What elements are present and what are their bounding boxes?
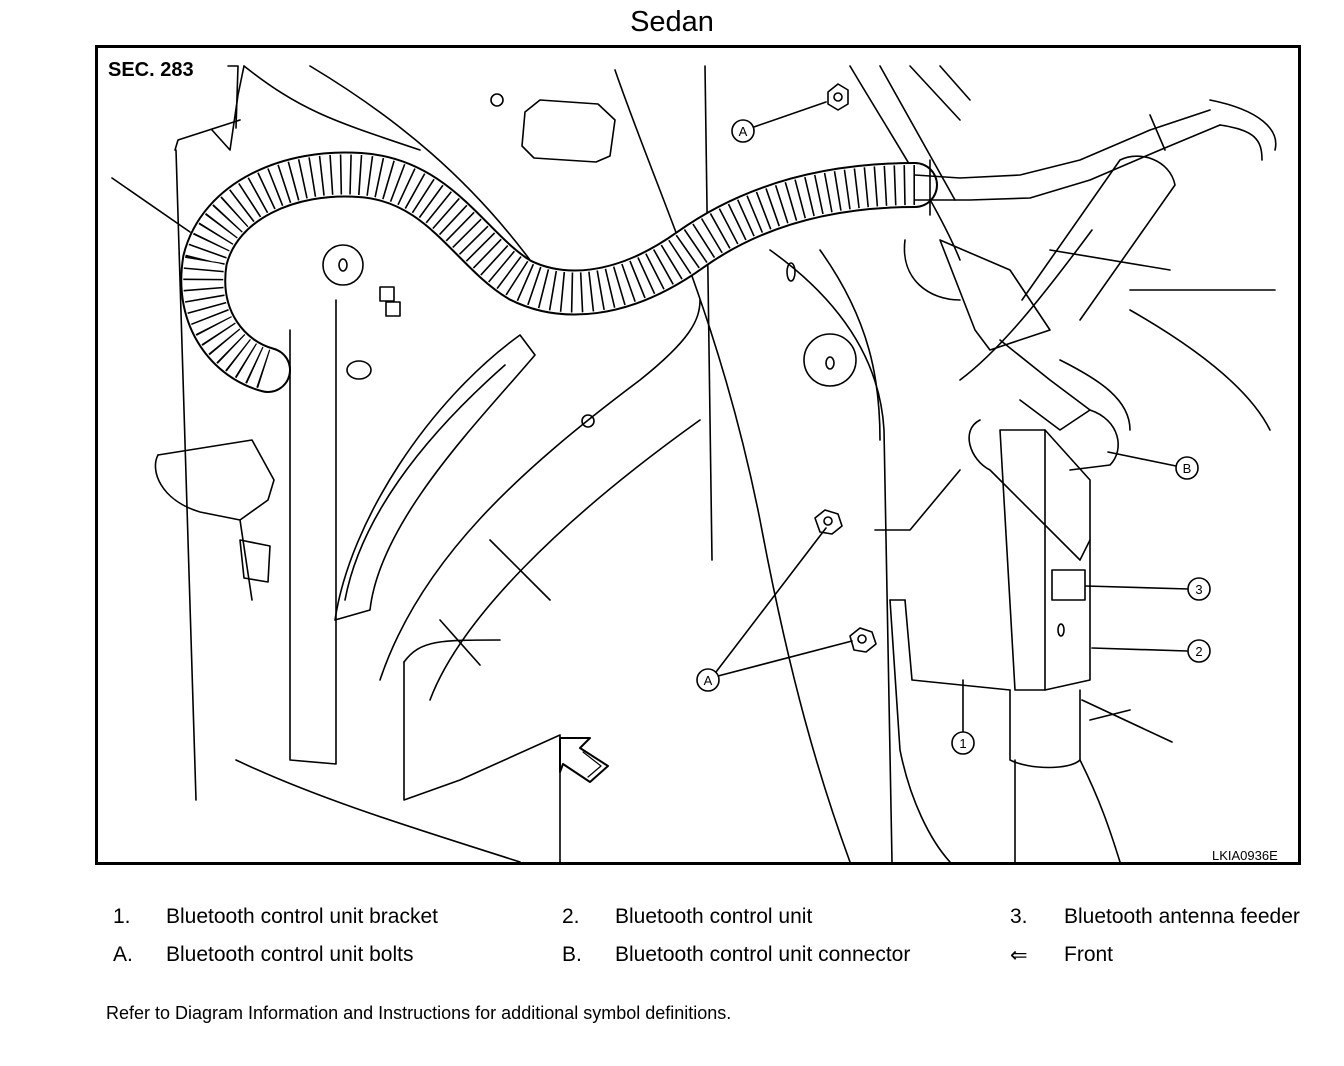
callout-3-circle bbox=[1187, 577, 1211, 601]
wire-harness bbox=[180, 99, 1277, 393]
figure-code: LKIA0936E bbox=[1212, 848, 1278, 863]
legend-text-1: Bluetooth control unit bracket bbox=[166, 905, 438, 928]
callout-b-circle bbox=[1175, 456, 1199, 480]
diagram-title: Sedan bbox=[630, 6, 714, 38]
callout-2-circle bbox=[1187, 639, 1211, 663]
leader-lines bbox=[715, 101, 1190, 734]
bolt-top bbox=[827, 83, 849, 111]
callout-a-bottom: A bbox=[704, 673, 713, 688]
callout-a-top-circle bbox=[731, 119, 755, 143]
section-label: SEC. 283 bbox=[108, 59, 194, 81]
legend-key-b: B. bbox=[562, 943, 582, 966]
legend-key-3: 3. bbox=[1010, 905, 1028, 928]
legend-text-a: Bluetooth control unit bolts bbox=[166, 943, 414, 966]
diagram-frame bbox=[95, 45, 1301, 865]
legend-key-2: 2. bbox=[562, 905, 580, 928]
callout-1-circle bbox=[951, 731, 975, 755]
bracket-area bbox=[903, 155, 1276, 862]
callout-2: 2 bbox=[1195, 644, 1202, 659]
callout-b: B bbox=[1183, 461, 1192, 476]
legend-text-3: Bluetooth antenna feeder bbox=[1064, 905, 1300, 928]
legend-key-front: ⇐ bbox=[1010, 944, 1028, 967]
legend-key-1: 1. bbox=[113, 905, 131, 928]
callout-3: 3 bbox=[1195, 582, 1202, 597]
legend-text-front: Front bbox=[1064, 943, 1114, 966]
footnote: Refer to Diagram Information and Instruc… bbox=[106, 1003, 732, 1023]
legend-key-a: A. bbox=[113, 943, 133, 966]
legend-text-2: Bluetooth control unit bbox=[615, 905, 813, 928]
callout-a-bottom-circle bbox=[696, 668, 720, 692]
bolt-middle bbox=[814, 509, 843, 535]
callout-a-top: A bbox=[739, 124, 748, 139]
front-arrow-icon bbox=[559, 737, 609, 783]
b-pillar-outline bbox=[111, 65, 561, 862]
legend-text-b: Bluetooth control unit connector bbox=[615, 943, 911, 966]
bolt-lower bbox=[849, 627, 877, 653]
callout-1: 1 bbox=[959, 736, 966, 751]
body-panel bbox=[322, 65, 1011, 862]
